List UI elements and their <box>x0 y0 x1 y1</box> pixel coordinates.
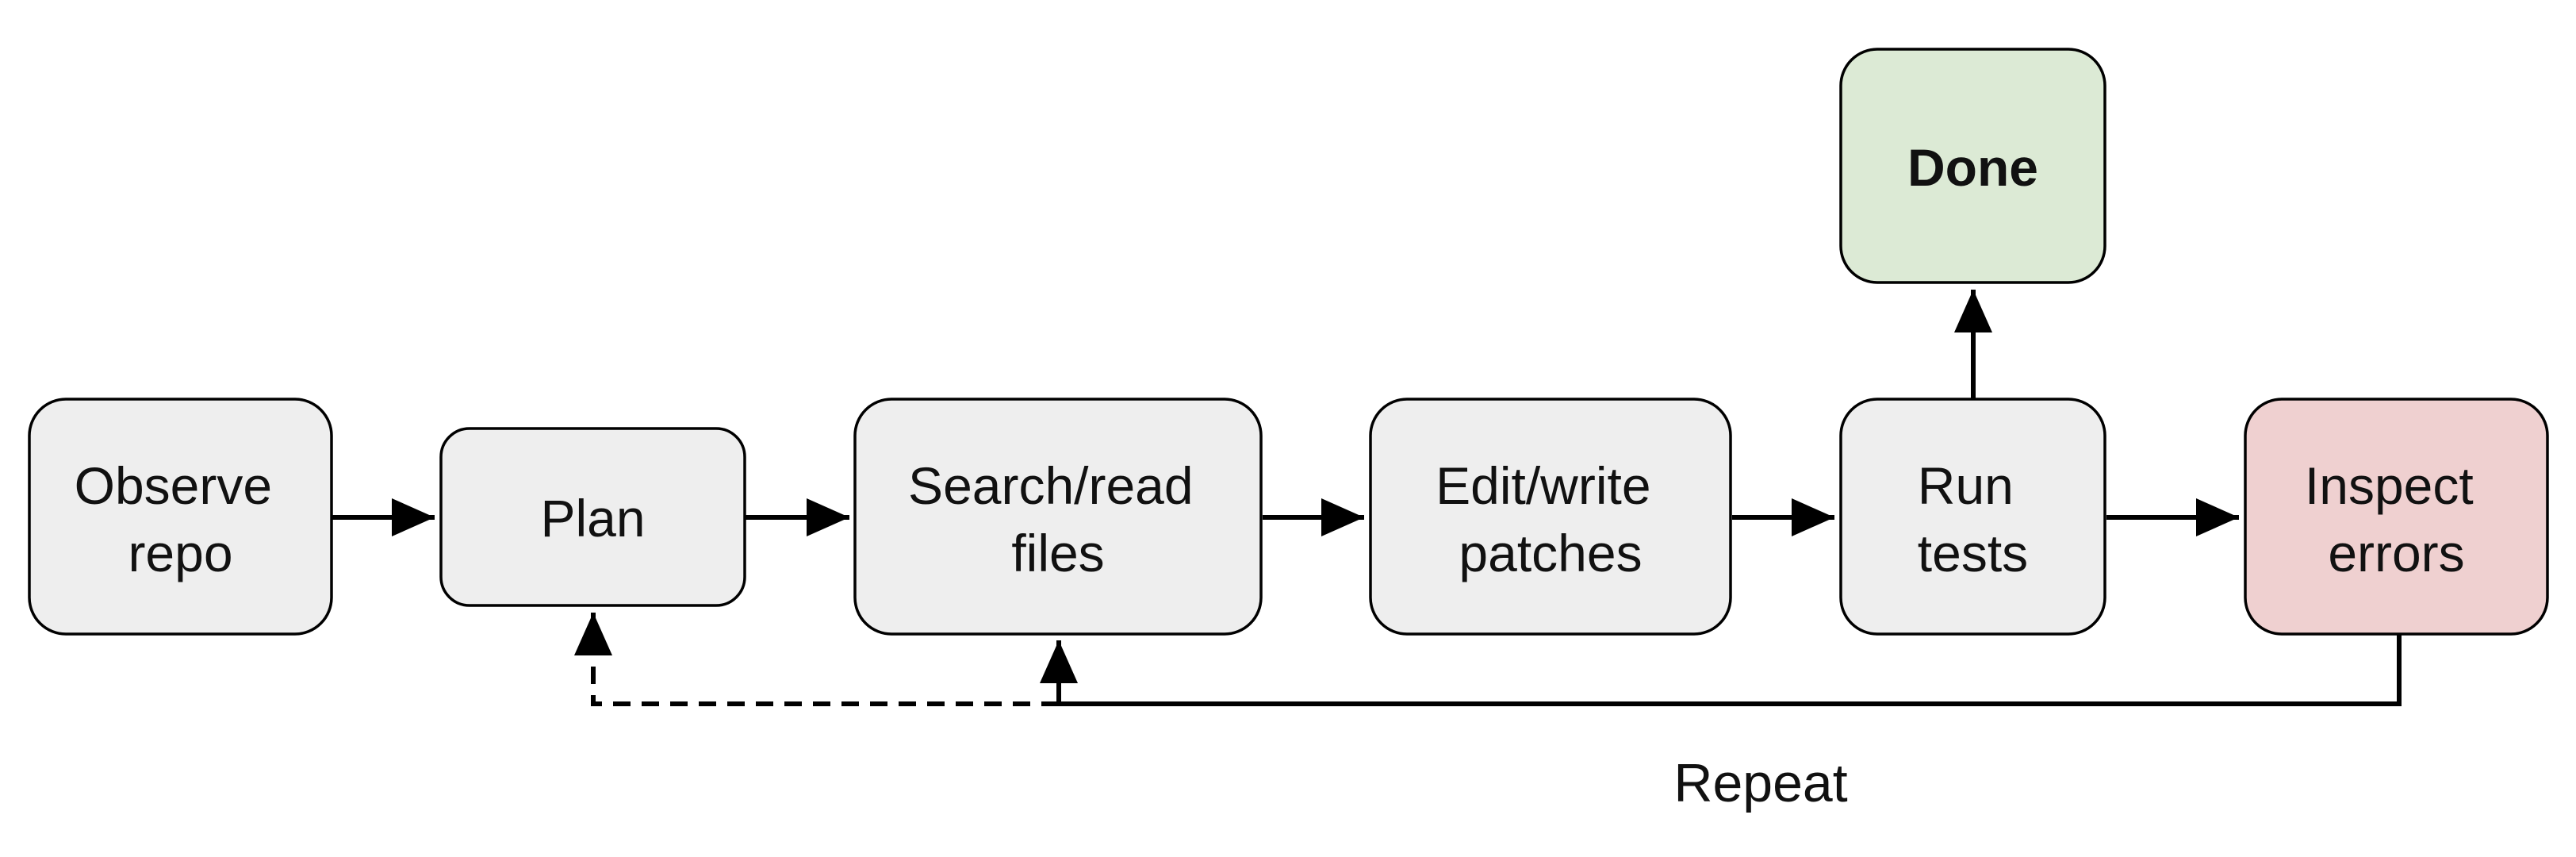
node-edit-line-1: Edit/write <box>1436 456 1650 515</box>
node-search-line-1: Search/read <box>908 456 1194 515</box>
node-inspect-text: Inspect errors <box>2305 456 2488 582</box>
node-run: Run tests <box>1839 398 2106 636</box>
node-observe-line-1: Observe <box>75 456 272 515</box>
node-plan-text: Plan <box>540 489 645 548</box>
node-done-line-1: Done <box>1907 138 2038 197</box>
node-done-text: Done <box>1907 138 2038 197</box>
node-inspect-line-1: Inspect <box>2305 456 2474 515</box>
edge-label-repeat: Repeat <box>1673 753 1847 813</box>
node-search-box <box>853 398 1263 636</box>
node-observe-box <box>28 398 333 636</box>
node-run-line-1: Run <box>1918 456 2014 515</box>
node-done-box <box>1839 48 2106 284</box>
node-inspect-line-2: errors <box>2328 524 2464 582</box>
node-observe-text: Observe repo <box>75 456 287 582</box>
edge-search-to-plan-dashed <box>574 613 1059 706</box>
node-run-text: Run tests <box>1918 456 2028 582</box>
node-plan-line-1: Plan <box>540 489 645 548</box>
node-edit-text: Edit/write patches <box>1436 456 1666 582</box>
node-run-line-2: tests <box>1918 524 2028 582</box>
node-edit: Edit/write patches <box>1369 398 1732 636</box>
edge-inspect-to-search <box>1040 635 2402 706</box>
node-search: Search/read files <box>853 398 1263 636</box>
node-plan: Plan <box>439 427 746 607</box>
node-edit-box <box>1369 398 1732 636</box>
node-observe-line-2: repo <box>128 524 232 582</box>
edges <box>332 290 2402 706</box>
node-search-line-2: files <box>1011 524 1104 582</box>
node-plan-box <box>439 427 746 607</box>
node-search-text: Search/read files <box>908 456 1208 582</box>
node-observe: Observe repo <box>28 398 333 636</box>
node-inspect: Inspect errors <box>2244 398 2549 636</box>
node-edit-line-2: patches <box>1459 524 1642 582</box>
node-run-box <box>1839 398 2106 636</box>
node-done: Done <box>1839 48 2106 284</box>
node-inspect-box <box>2244 398 2549 636</box>
